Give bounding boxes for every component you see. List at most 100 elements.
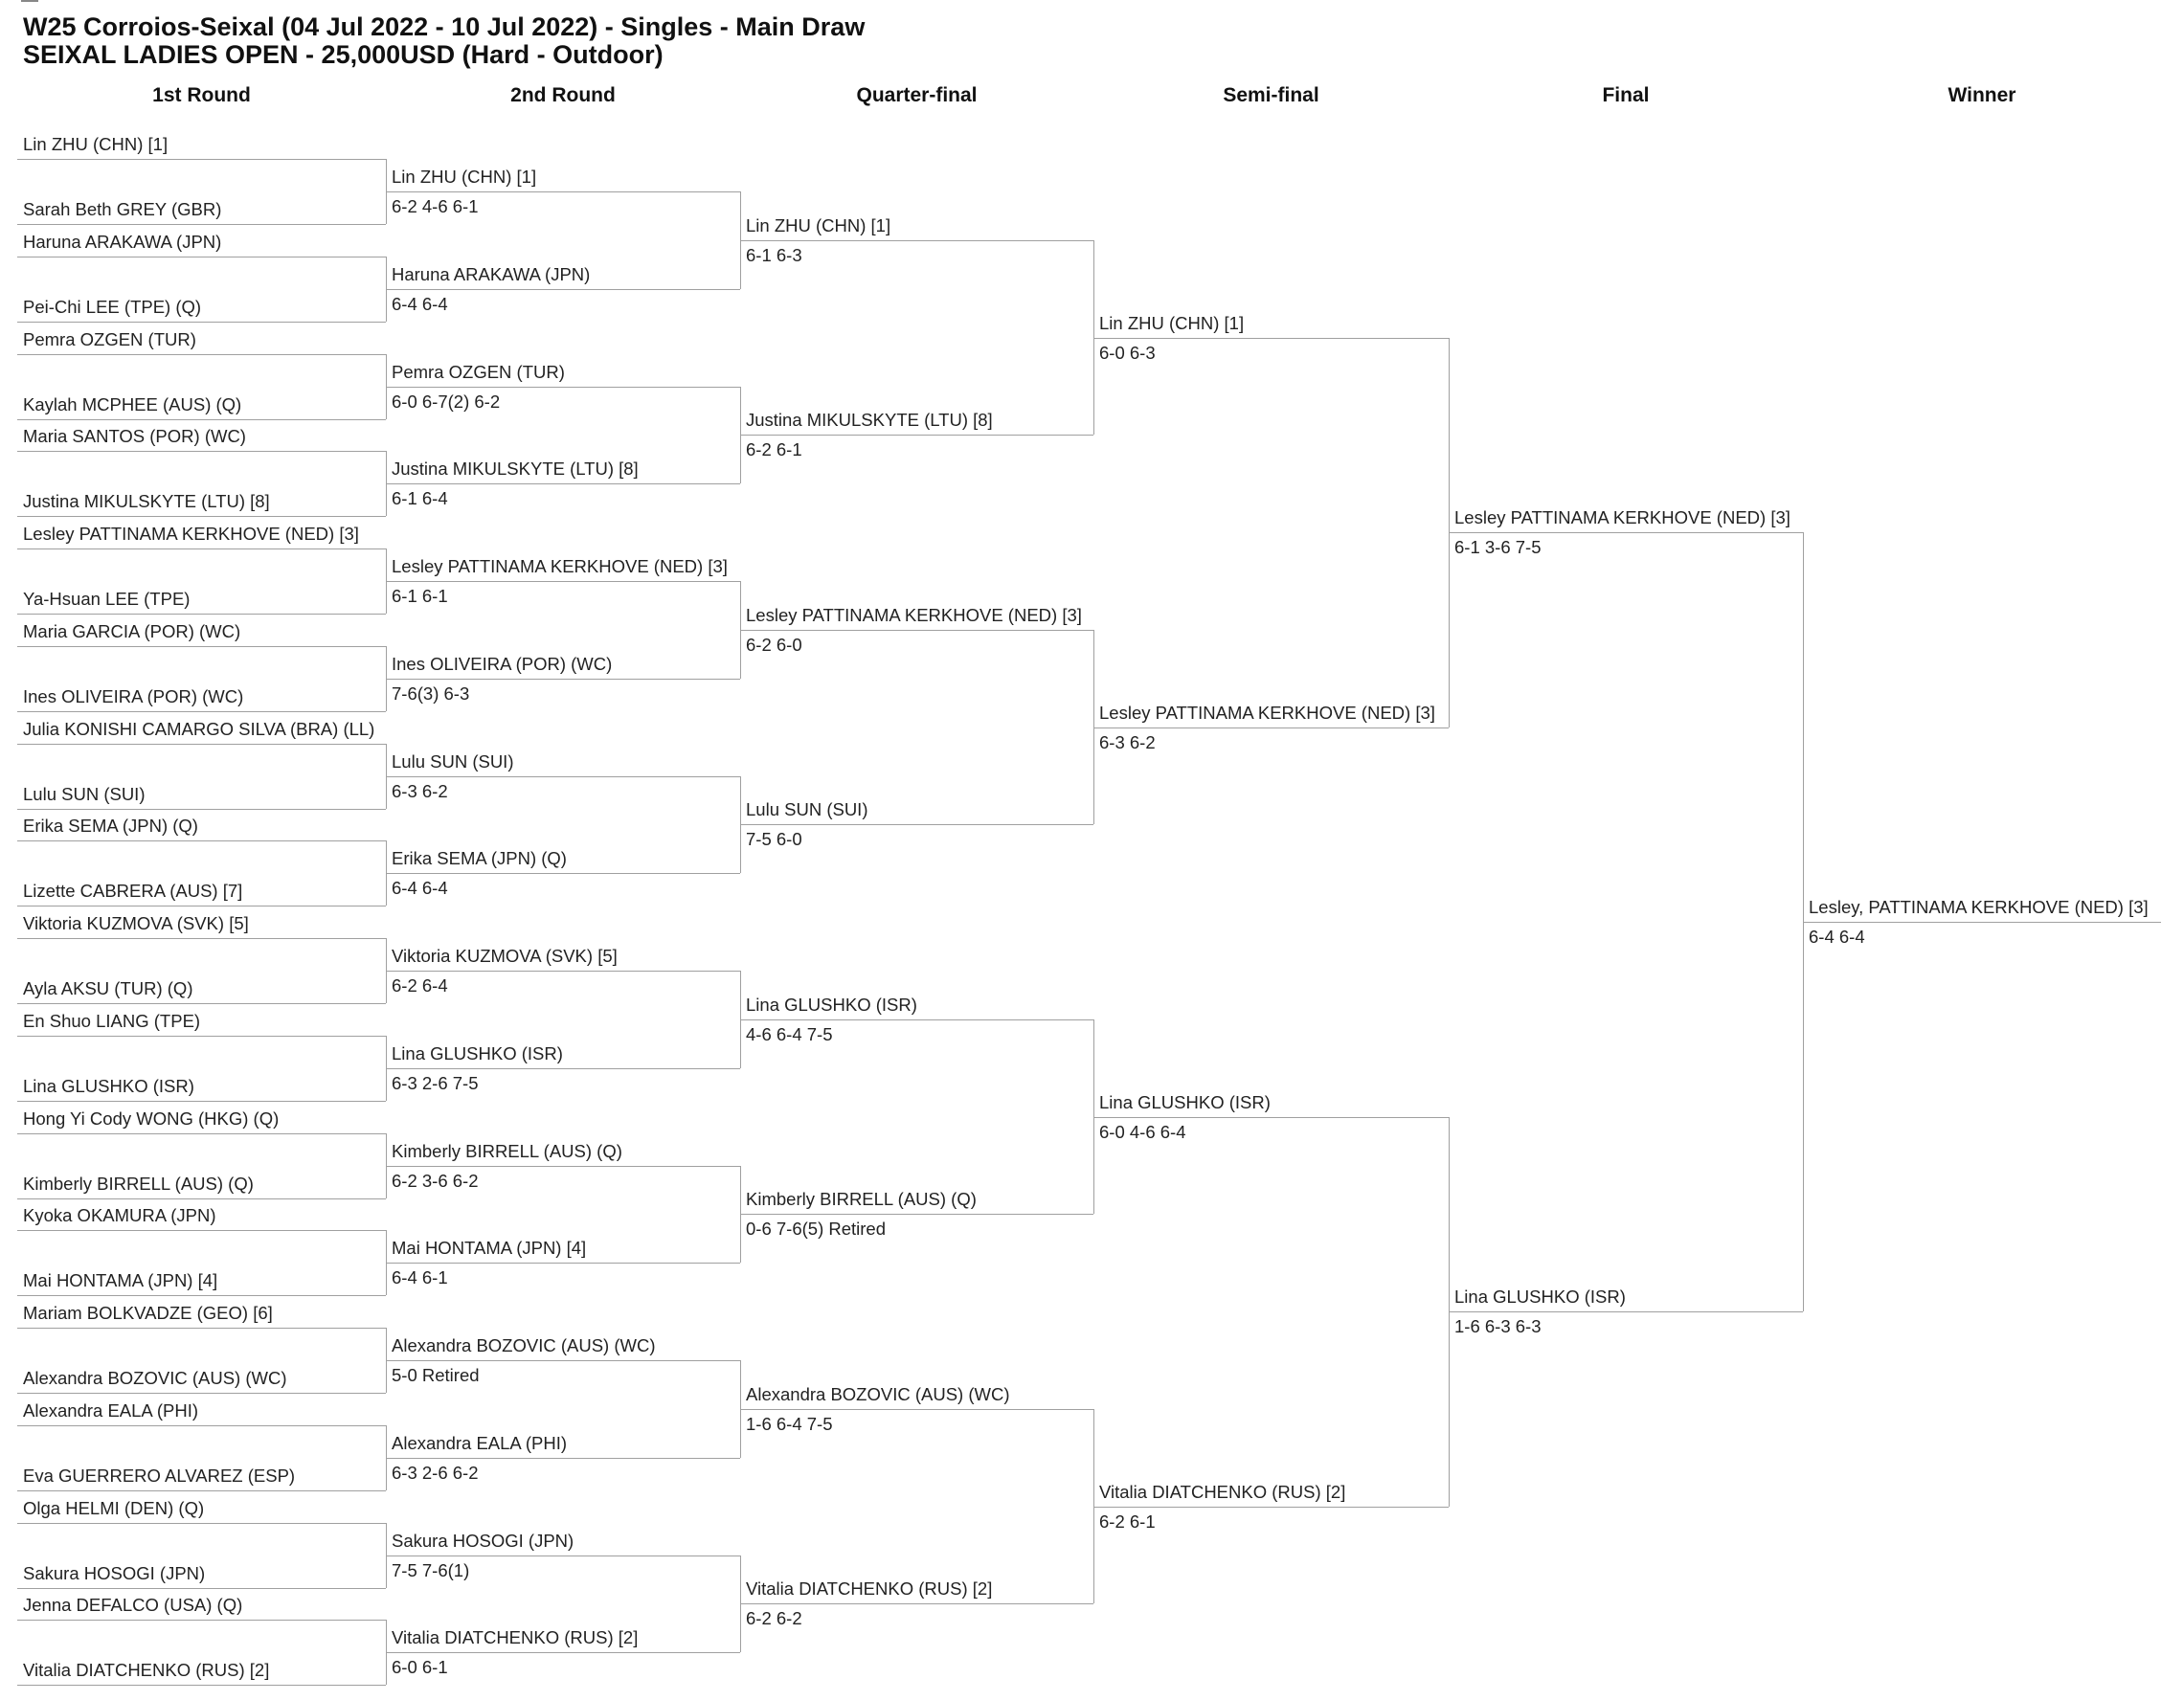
bracket-line	[17, 1328, 386, 1329]
bracket-line	[740, 1603, 1093, 1605]
player-name[interactable]: Pei-Chi LEE (TPE) (Q)	[23, 296, 202, 317]
player-name[interactable]: Lina GLUSHKO (ISR)	[1099, 1091, 1271, 1112]
player-name[interactable]: Sarah Beth GREY (GBR)	[23, 199, 222, 219]
bracket-line	[740, 1214, 1093, 1216]
bracket-line	[17, 548, 386, 549]
bracket-line	[386, 483, 740, 485]
player-name[interactable]: Vitalia DIATCHENKO (RUS) [2]	[746, 1578, 993, 1600]
bracket-line	[17, 1489, 386, 1491]
match-score: 6-2 6-2	[746, 1608, 802, 1629]
player-name[interactable]: Lulu SUN (SUI)	[23, 783, 146, 804]
player-name[interactable]: Erika SEMA (JPN) (Q)	[392, 848, 567, 869]
player-name[interactable]: Eva GUERRERO ALVAREZ (ESP)	[23, 1465, 296, 1486]
player-name[interactable]: Lina GLUSHKO (ISR)	[392, 1042, 563, 1063]
bracket-line	[17, 1100, 386, 1102]
player-name[interactable]: Kimberly BIRRELL (AUS) (Q)	[746, 1189, 977, 1210]
player-name[interactable]: Justina MIKULSKYTE (LTU) [8]	[23, 491, 270, 512]
player-name[interactable]: Lesley PATTINAMA KERKHOVE (NED) [3]	[1099, 702, 1435, 723]
player-name[interactable]: Julia KONISHI CAMARGO SILVA (BRA) (LL)	[23, 718, 375, 739]
player-name[interactable]: Pemra OZGEN (TUR)	[23, 328, 196, 349]
player-name[interactable]: Lulu SUN (SUI)	[392, 750, 514, 772]
player-name[interactable]: Sakura HOSOGI (JPN)	[23, 1562, 206, 1583]
player-name[interactable]: Jenna DEFALCO (USA) (Q)	[23, 1595, 243, 1616]
match-score: 0-6 7-6(5) Retired	[746, 1219, 887, 1240]
match-score: 7-5 6-0	[746, 829, 802, 850]
player-name[interactable]: Lina GLUSHKO (ISR)	[23, 1075, 194, 1096]
player-name[interactable]: Mariam BOLKVADZE (GEO) [6]	[23, 1303, 273, 1323]
player-name[interactable]: Justina MIKULSKYTE (LTU) [8]	[746, 410, 993, 431]
match-score: 6-2 3-6 6-2	[392, 1170, 479, 1191]
match-score: 6-0 6-1	[392, 1657, 448, 1678]
player-name[interactable]: Alexandra EALA (PHI)	[392, 1432, 568, 1453]
player-name[interactable]: Hong Yi Cody WONG (HKG) (Q)	[23, 1108, 280, 1129]
player-name[interactable]: Vitalia DIATCHENKO (RUS) [2]	[23, 1660, 270, 1681]
player-name[interactable]: Vitalia DIATCHENKO (RUS) [2]	[392, 1627, 639, 1648]
match-score: 6-2 6-4	[392, 975, 448, 996]
header-final: Final	[1602, 84, 1650, 106]
bracket-line	[1449, 532, 1803, 534]
player-name[interactable]: Lulu SUN (SUI)	[746, 799, 868, 820]
player-name[interactable]: Lesley PATTINAMA KERKHOVE (NED) [3]	[1454, 507, 1790, 528]
match-score: 1-6 6-3 6-3	[1454, 1316, 1542, 1337]
player-name[interactable]: Lizette CABRERA (AUS) [7]	[23, 881, 243, 902]
player-name[interactable]: Lin ZHU (CHN) [1]	[23, 134, 169, 154]
player-name[interactable]: Haruna ARAKAWA (JPN)	[392, 263, 591, 284]
player-name[interactable]: Mai HONTAMA (JPN) [4]	[23, 1270, 218, 1291]
bracket-line	[17, 1132, 386, 1134]
match-score: 6-2 6-1	[746, 439, 802, 460]
player-name[interactable]: Sakura HOSOGI (JPN)	[392, 1530, 574, 1551]
player-name[interactable]: Kyoka OKAMURA (JPN)	[23, 1205, 216, 1226]
match-score: 6-1 6-3	[746, 244, 802, 265]
player-name[interactable]: Alexandra BOZOVIC (AUS) (WC)	[23, 1368, 287, 1388]
bracket-line	[17, 1230, 386, 1232]
match-score: 7-5 7-6(1)	[392, 1559, 470, 1580]
player-name[interactable]: Lin ZHU (CHN) [1]	[392, 167, 537, 187]
player-name[interactable]: Lesley, PATTINAMA KERKHOVE (NED) [3]	[1809, 897, 2149, 918]
bracket-line	[17, 224, 386, 225]
player-name[interactable]: Haruna ARAKAWA (JPN)	[23, 231, 222, 252]
player-name[interactable]: Olga HELMI (DEN) (Q)	[23, 1497, 205, 1518]
player-name[interactable]: Kaylah MCPHEE (AUS) (Q)	[23, 393, 242, 414]
match-score: 6-0 4-6 6-4	[1099, 1121, 1186, 1142]
bracket-line	[1449, 1311, 1803, 1313]
player-name[interactable]: Alexandra EALA (PHI)	[23, 1399, 199, 1421]
player-name[interactable]: Ines OLIVEIRA (POR) (WC)	[392, 653, 613, 674]
bracket-line	[17, 451, 386, 453]
player-name[interactable]: Ayla AKSU (TUR) (Q)	[23, 978, 193, 998]
player-name[interactable]: Viktoria KUZMOVA (SVK) [5]	[23, 913, 249, 933]
match-score: 6-1 6-4	[392, 488, 448, 509]
bracket-line	[740, 824, 1093, 826]
player-name[interactable]: Ines OLIVEIRA (POR) (WC)	[23, 685, 244, 706]
player-name[interactable]: Lesley PATTINAMA KERKHOVE (NED) [3]	[23, 524, 359, 544]
player-name[interactable]: Pemra OZGEN (TUR)	[392, 361, 565, 382]
player-name[interactable]: Lesley PATTINAMA KERKHOVE (NED) [3]	[392, 556, 728, 576]
player-name[interactable]: Kimberly BIRRELL (AUS) (Q)	[392, 1140, 622, 1161]
player-name[interactable]: Justina MIKULSKYTE (LTU) [8]	[392, 459, 639, 480]
player-name[interactable]: Kimberly BIRRELL (AUS) (Q)	[23, 1173, 254, 1194]
bracket-line	[17, 159, 386, 160]
player-name[interactable]: Viktoria KUZMOVA (SVK) [5]	[392, 946, 618, 966]
bracket-line	[17, 1522, 386, 1524]
player-name[interactable]: Ya-Hsuan LEE (TPE)	[23, 589, 191, 609]
page-subtitle: SEIXAL LADIES OPEN - 25,000USD (Hard - O…	[23, 40, 664, 69]
player-name[interactable]: Mai HONTAMA (JPN) [4]	[392, 1238, 587, 1259]
player-name[interactable]: Alexandra BOZOVIC (AUS) (WC)	[746, 1383, 1010, 1404]
bracket-line	[386, 386, 740, 388]
bracket-line	[17, 1620, 386, 1622]
bracket-line	[386, 873, 740, 875]
player-name[interactable]: Erika SEMA (JPN) (Q)	[23, 816, 198, 837]
player-name[interactable]: Maria GARCIA (POR) (WC)	[23, 620, 241, 641]
bracket-line	[17, 1003, 386, 1004]
match-score: 5-0 Retired	[392, 1365, 480, 1385]
player-name[interactable]: En Shuo LIANG (TPE)	[23, 1010, 201, 1031]
match-score: 6-4 6-4	[1809, 927, 1865, 948]
player-name[interactable]: Lina GLUSHKO (ISR)	[746, 994, 917, 1015]
player-name[interactable]: Alexandra BOZOVIC (AUS) (WC)	[392, 1335, 656, 1355]
player-name[interactable]: Lina GLUSHKO (ISR)	[1454, 1287, 1626, 1308]
page-title: W25 Corroios-Seixal (04 Jul 2022 - 10 Ju…	[23, 12, 866, 41]
player-name[interactable]: Lesley PATTINAMA KERKHOVE (NED) [3]	[746, 604, 1082, 625]
player-name[interactable]: Lin ZHU (CHN) [1]	[746, 214, 891, 235]
player-name[interactable]: Vitalia DIATCHENKO (RUS) [2]	[1099, 1481, 1346, 1502]
player-name[interactable]: Maria SANTOS (POR) (WC)	[23, 426, 246, 447]
player-name[interactable]: Lin ZHU (CHN) [1]	[1099, 312, 1245, 333]
